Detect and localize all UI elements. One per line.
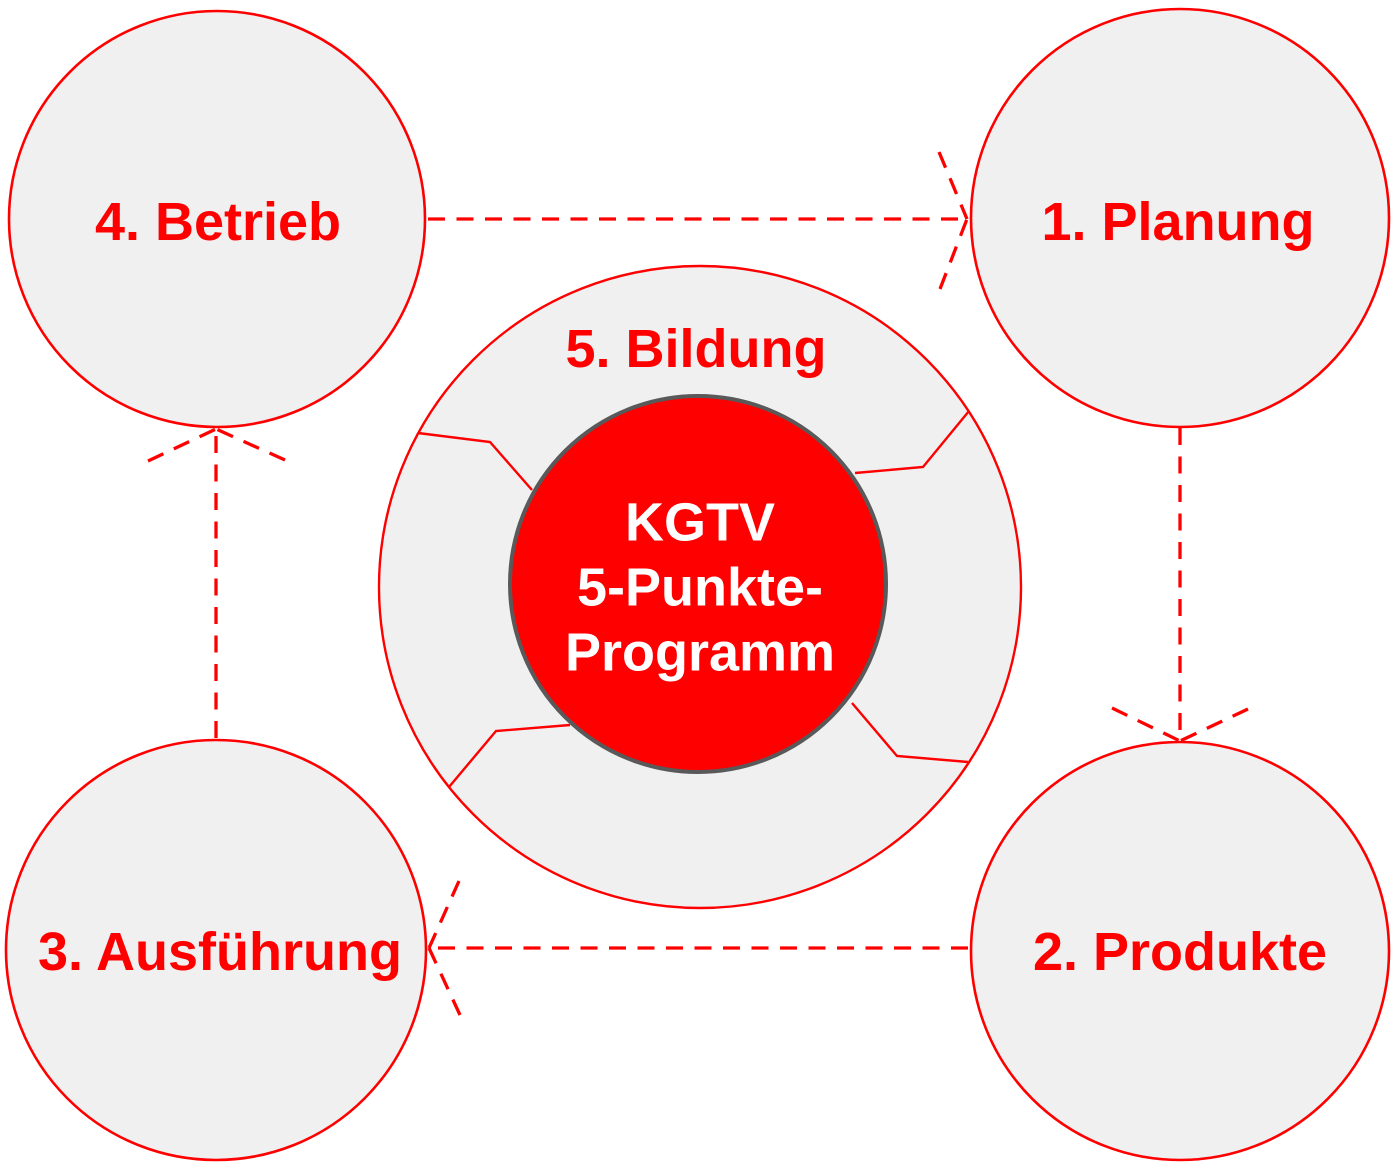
core-text-line-1: KGTV [624, 492, 775, 553]
node-label-betrieb: 4. Betrieb [94, 192, 342, 252]
node-circle-betrieb [7, 9, 427, 429]
core-circle-kgtv [508, 394, 888, 774]
core-text-block: KGTV 5-Punkte- Programm [565, 491, 835, 686]
node-circle-planung [969, 7, 1391, 429]
arrow-ausfuehrung-to-betrieb [147, 427, 286, 738]
node-label-produkte: 2. Produkte [1032, 922, 1328, 982]
spoke-top-right [854, 410, 970, 475]
node-circle-ausfuehrung [4, 738, 428, 1162]
node-label-planung: 1. Planung [1041, 192, 1315, 252]
core-text-line-3: Programm [564, 622, 836, 683]
node-circle-produkte [969, 740, 1391, 1162]
arrow-planung-to-produkte [1111, 428, 1249, 743]
arrow-produkte-to-ausfuehrung [427, 880, 968, 1016]
spoke-bottom-right [851, 702, 969, 764]
core-text-line-2: 5-Punkte- [576, 557, 824, 618]
spoke-bottom-left [448, 723, 571, 788]
arrow-betrieb-to-planung [428, 151, 969, 290]
node-label-ausfuehrung: 3. Ausführung [38, 922, 402, 982]
spoke-top-left [417, 431, 533, 491]
ring-label-bildung: 5. Bildung [565, 319, 827, 379]
